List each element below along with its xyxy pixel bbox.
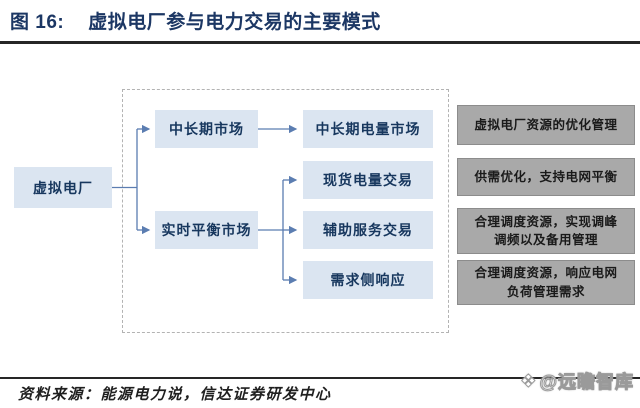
figure-title: 虚拟电厂参与电力交易的主要模式	[88, 12, 381, 33]
watermark-logo-icon: ❖	[520, 370, 538, 391]
watermark: ❖ @远瞻智库	[520, 368, 634, 394]
annotation-load-management: 合理调度资源，响应电网 负荷管理需求	[457, 260, 635, 305]
annotation-resource-optimization: 虚拟电厂资源的优化管理	[457, 105, 635, 145]
node-realtime-balancing-market: 实时平衡市场	[155, 211, 258, 249]
node-ancillary-service-trading: 辅助服务交易	[303, 211, 433, 249]
figure-number-label: 图 16:	[10, 12, 65, 33]
watermark-text: @远瞻智库	[539, 372, 634, 393]
node-mid-long-term-energy-market: 中长期电量市场	[303, 110, 433, 148]
header-divider-line	[0, 41, 640, 44]
node-demand-side-response: 需求侧响应	[303, 261, 433, 299]
market-structure-dashed-frame	[122, 89, 449, 333]
figure-header: 图 16: 虚拟电厂参与电力交易的主要模式	[10, 7, 381, 34]
footer-divider-line	[0, 377, 640, 379]
node-virtual-power-plant: 虚拟电厂	[14, 167, 112, 208]
annotation-supply-demand-balance: 供需优化，支持电网平衡	[457, 158, 635, 196]
annotation-peak-frequency-reserve: 合理调度资源，实现调峰 调频以及备用管理	[457, 208, 635, 254]
node-spot-energy-trading: 现货电量交易	[303, 161, 433, 199]
node-mid-long-term-market: 中长期市场	[155, 110, 258, 148]
source-attribution: 资料来源：能源电力说，信达证券研发中心	[18, 387, 332, 403]
